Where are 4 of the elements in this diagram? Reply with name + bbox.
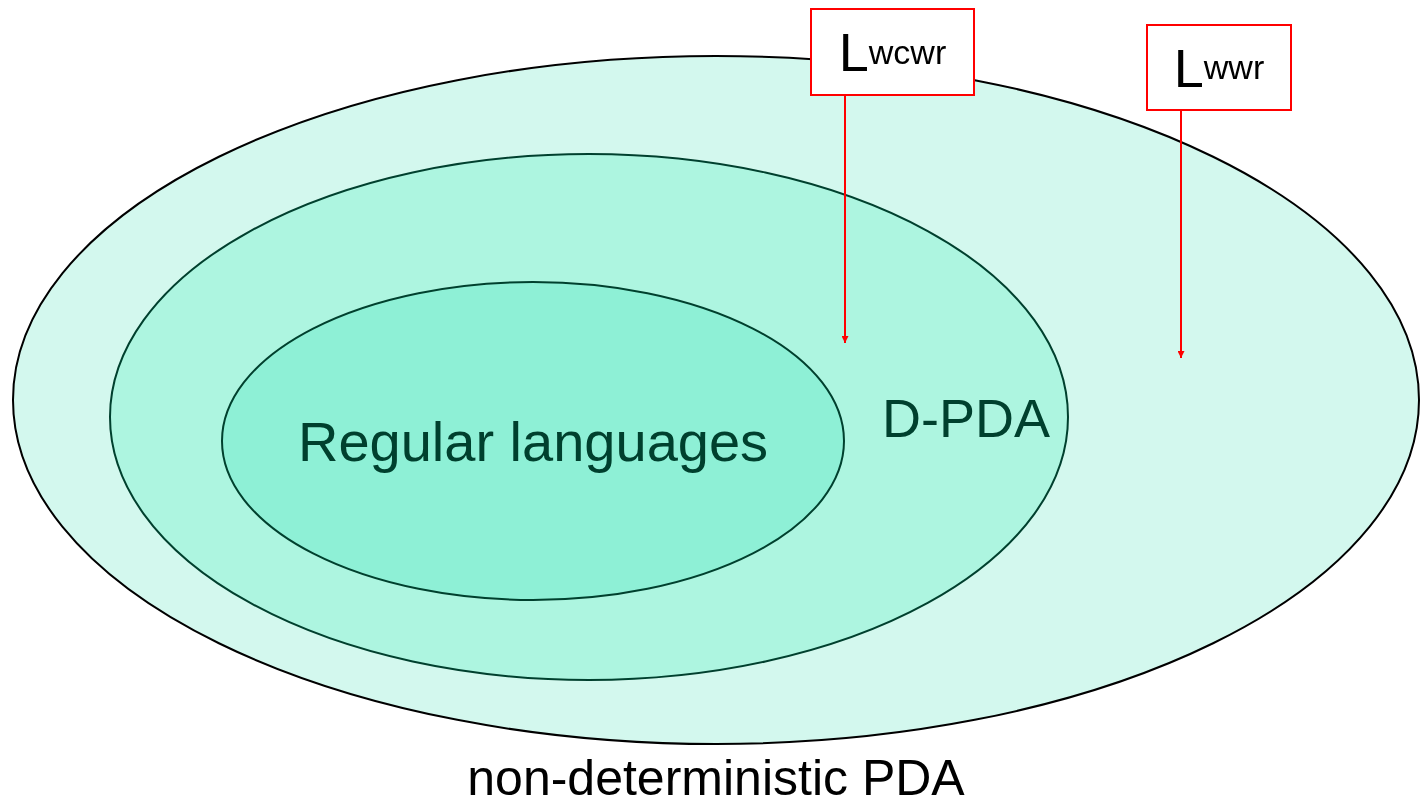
arrow [1177,110,1185,359]
set-label: non-deterministic PDA [466,753,966,800]
set-label: D-PDA [881,391,1051,445]
arrow [841,95,849,344]
